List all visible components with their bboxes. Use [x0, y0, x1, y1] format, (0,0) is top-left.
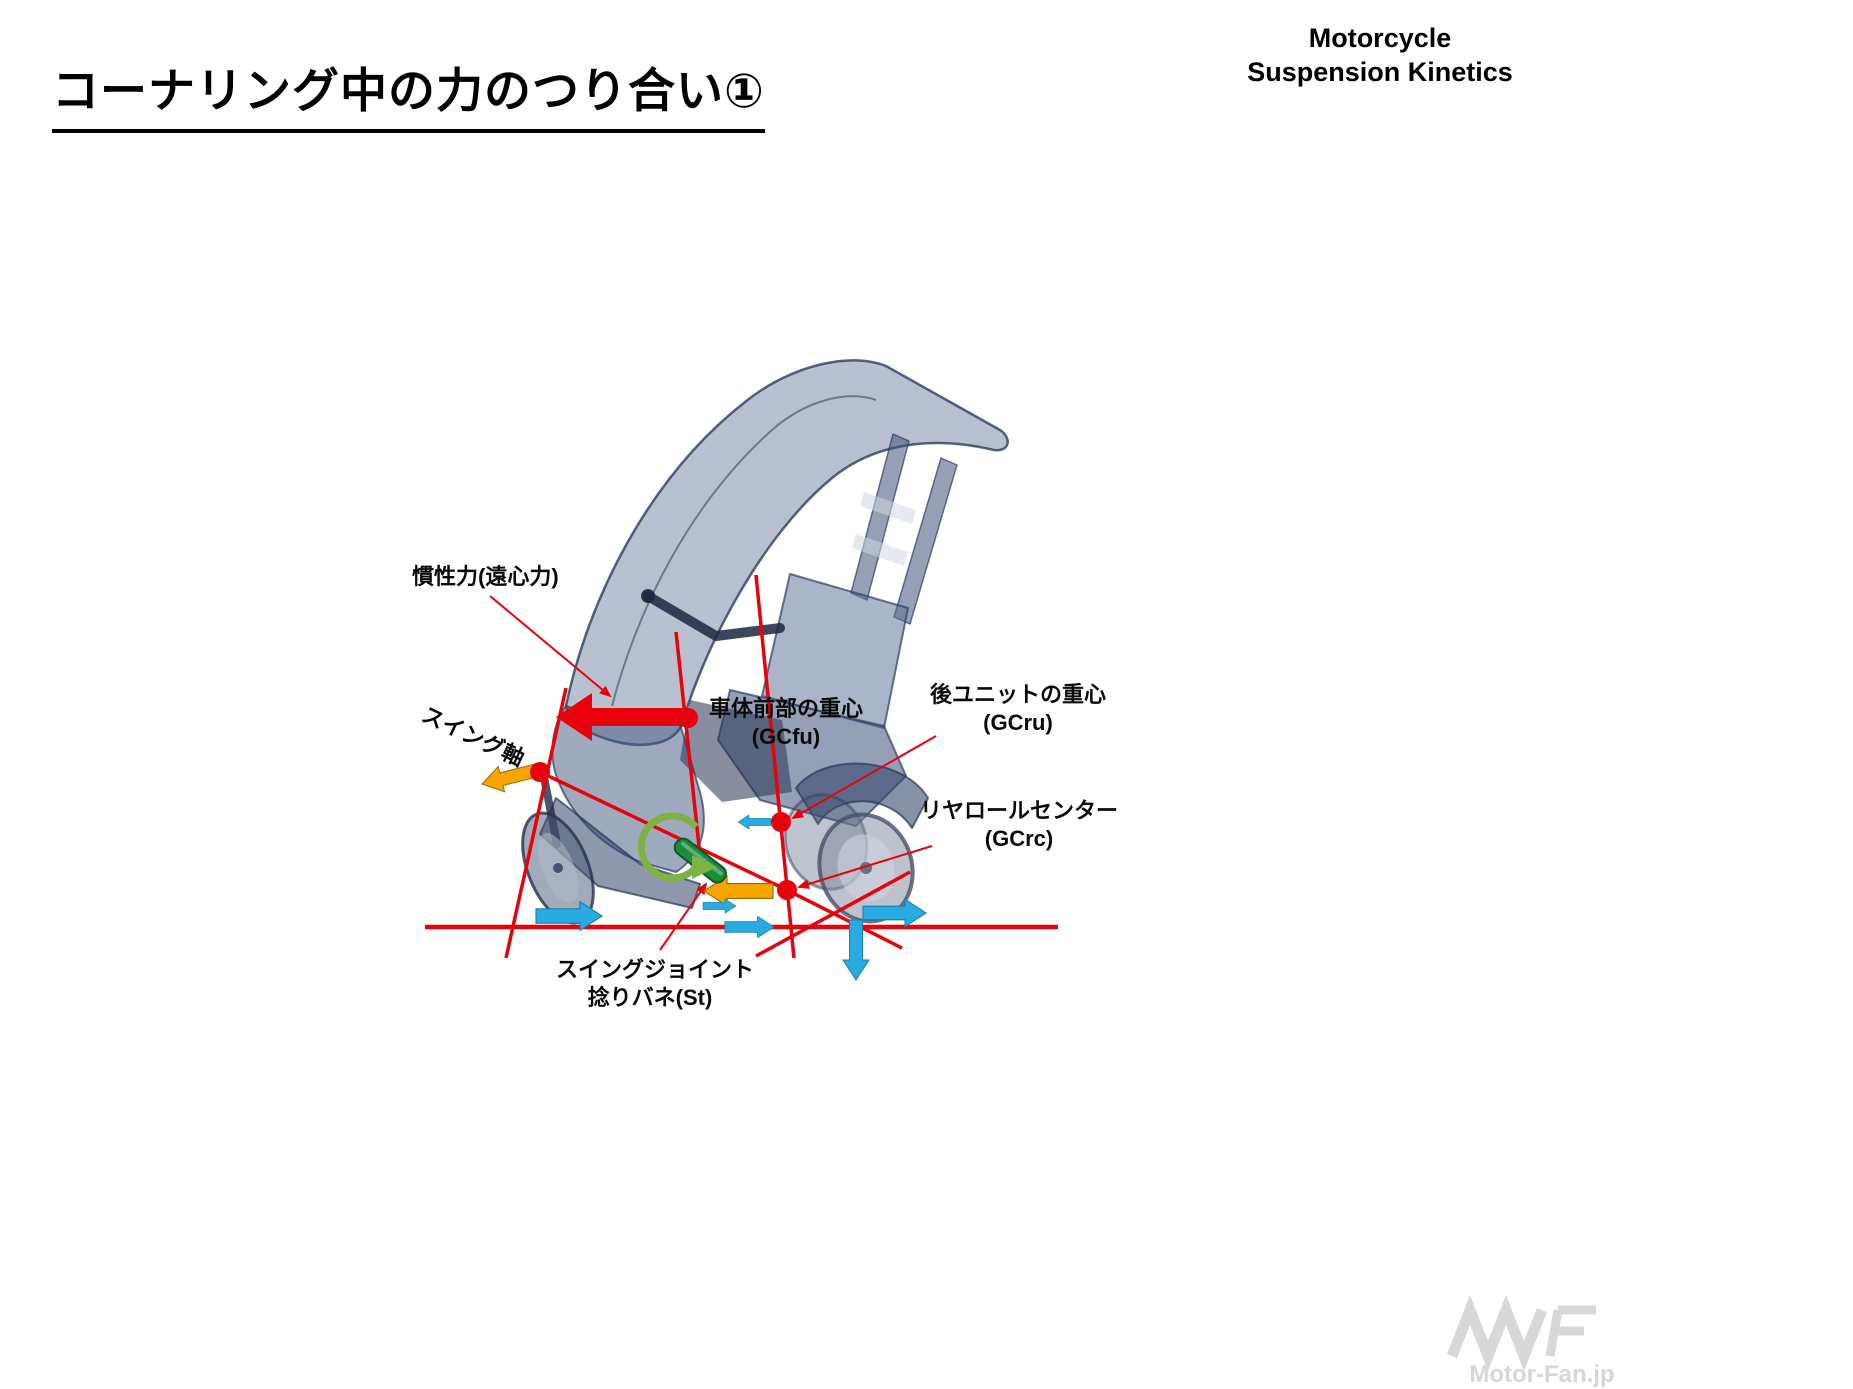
vehicle-rear-frame-bar — [893, 457, 958, 625]
swing-axis-point — [530, 762, 550, 782]
rear-unit-cg-point — [771, 812, 791, 832]
swing-joint-spring-label: 捻りバネ(St) — [588, 985, 713, 1010]
front-lean-axis-line — [504, 687, 568, 959]
rear-roll-center-point — [777, 880, 797, 900]
rear-roll-center-label: リヤロールセンター — [920, 798, 1118, 823]
brand-line2: Suspension Kinetics — [1247, 56, 1513, 87]
torsion-rotation-arrow — [637, 812, 699, 882]
vehicle-rear-fender — [795, 762, 929, 829]
vehicle-backrest-rung — [852, 534, 908, 566]
brand-line1: Motorcycle — [1308, 23, 1452, 53]
label-pointers — [489, 595, 937, 951]
vehicle-rear-wheel — [817, 812, 915, 924]
page-title: コーナリング中の力のつり合い① — [52, 52, 765, 133]
front-cg-vertical-line — [674, 631, 704, 875]
torsion-rotation-arrowhead — [692, 855, 717, 879]
rear-roll-center-label-pointer — [797, 845, 933, 889]
vehicle-backrest-rung — [860, 492, 916, 524]
front-wheel-hub — [553, 863, 563, 873]
swing-joint-label-pointer — [659, 882, 708, 951]
rear-unit-cg-lateral-arrow-small — [737, 814, 772, 830]
inertia-force-arrow — [556, 693, 690, 741]
swing-axis-line — [539, 770, 788, 892]
rear-roll-center-abbr: (GCrc) — [985, 826, 1053, 851]
inertia-label-pointer — [489, 595, 612, 698]
vehicle-engine-mass — [680, 700, 792, 802]
motorfan-logo-icon — [1545, 1305, 1596, 1357]
motorfan-logo-icon — [1446, 1294, 1548, 1372]
vehicle-windshield-edge — [611, 395, 877, 707]
swing-joint-label: スイングジョイント — [556, 957, 754, 982]
rear-x-line-1 — [786, 888, 903, 950]
rear-unit-cg-abbr: (GCru) — [983, 710, 1053, 735]
rear-unit-cg-label: 後ユニットの重心 — [930, 682, 1106, 707]
swing-axis-label: スイング軸 — [418, 702, 528, 771]
rear-contact-lateral-arrow — [724, 915, 775, 939]
front-cg-label: 車体前部の重心 — [709, 696, 863, 721]
brand-block: Motorcycle Suspension Kinetics — [1215, 22, 1545, 90]
vehicle-handlebar — [643, 591, 785, 641]
front-cg-abbr: (GCfu) — [752, 724, 820, 749]
rear-unit-cg-label-pointer — [791, 735, 937, 819]
rear-x-line-2 — [755, 870, 911, 958]
vehicle-illustration — [521, 359, 1009, 925]
front-cg-point — [678, 708, 698, 728]
watermark: Motor-Fan.jp — [1446, 1294, 1615, 1388]
vehicle-handlebar-grip — [641, 589, 655, 603]
inertia-force-label: 慣性力(遠心力) — [412, 564, 559, 589]
watermark-text: Motor-Fan.jp — [1469, 1361, 1614, 1388]
